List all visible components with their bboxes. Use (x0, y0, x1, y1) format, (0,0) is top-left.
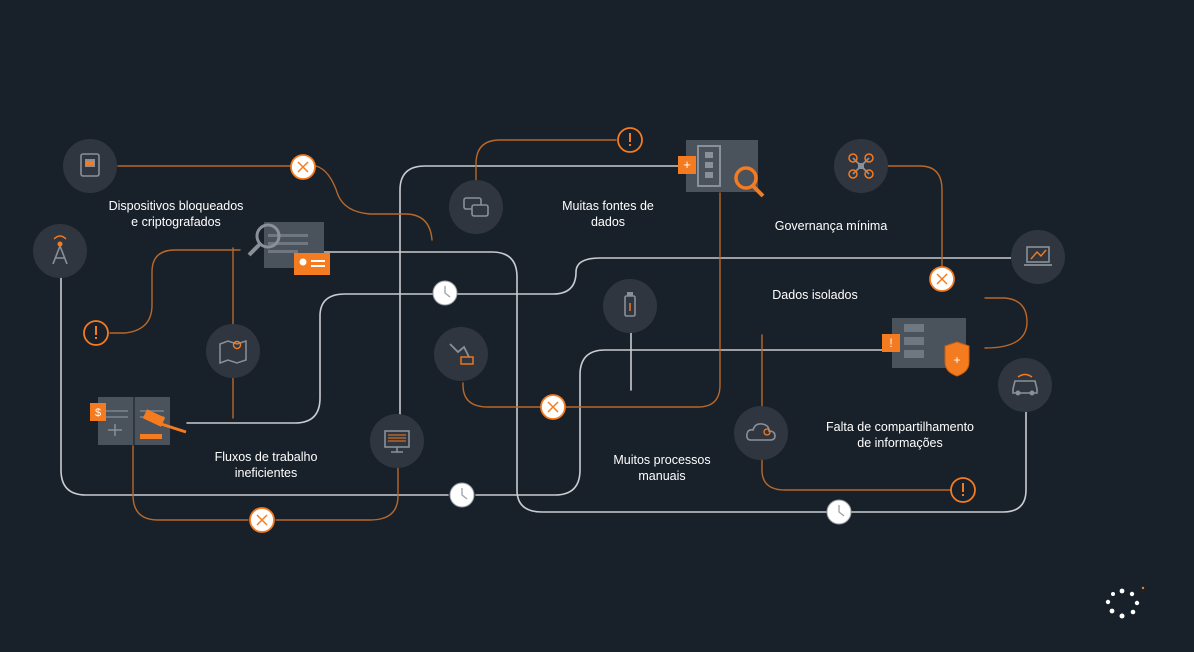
cross-icon (290, 154, 316, 180)
clock-icon (432, 280, 458, 306)
cross-icon (929, 266, 955, 292)
label-info-sharing: Falta de compartilhamento de informações (826, 420, 974, 450)
label-min-governance: Governança mínima (774, 219, 888, 233)
alert-icon (83, 320, 109, 346)
robot-arm-icon (434, 327, 488, 381)
label-locked-devices: Dispositivos bloqueados e criptografados (108, 199, 244, 229)
map-icon (206, 324, 260, 378)
label-manual-processes: Muitos processos manuais (613, 453, 711, 483)
laptop-chart-icon (1011, 230, 1065, 284)
car-icon (998, 358, 1052, 412)
label-isolated-data: Dados isolados (772, 288, 858, 302)
phone-icon (63, 139, 117, 193)
cloud-icon (734, 406, 788, 460)
drone-icon (834, 139, 888, 193)
label-many-sources: Muitas fontes de dados (562, 199, 654, 229)
clock-icon (449, 482, 475, 508)
radio-tower-icon (33, 224, 87, 278)
alert-icon (617, 127, 643, 153)
usb-drive-icon (603, 279, 657, 333)
loading-spinner-icon (1105, 586, 1145, 619)
chat-icon (449, 180, 503, 234)
clock-icon (826, 499, 852, 525)
cross-icon (249, 507, 275, 533)
cross-icon (540, 394, 566, 420)
alert-icon (950, 477, 976, 503)
monitor-icon (370, 414, 424, 468)
label-inefficient-workflows: Fluxos de trabalho ineficientes (214, 450, 318, 480)
